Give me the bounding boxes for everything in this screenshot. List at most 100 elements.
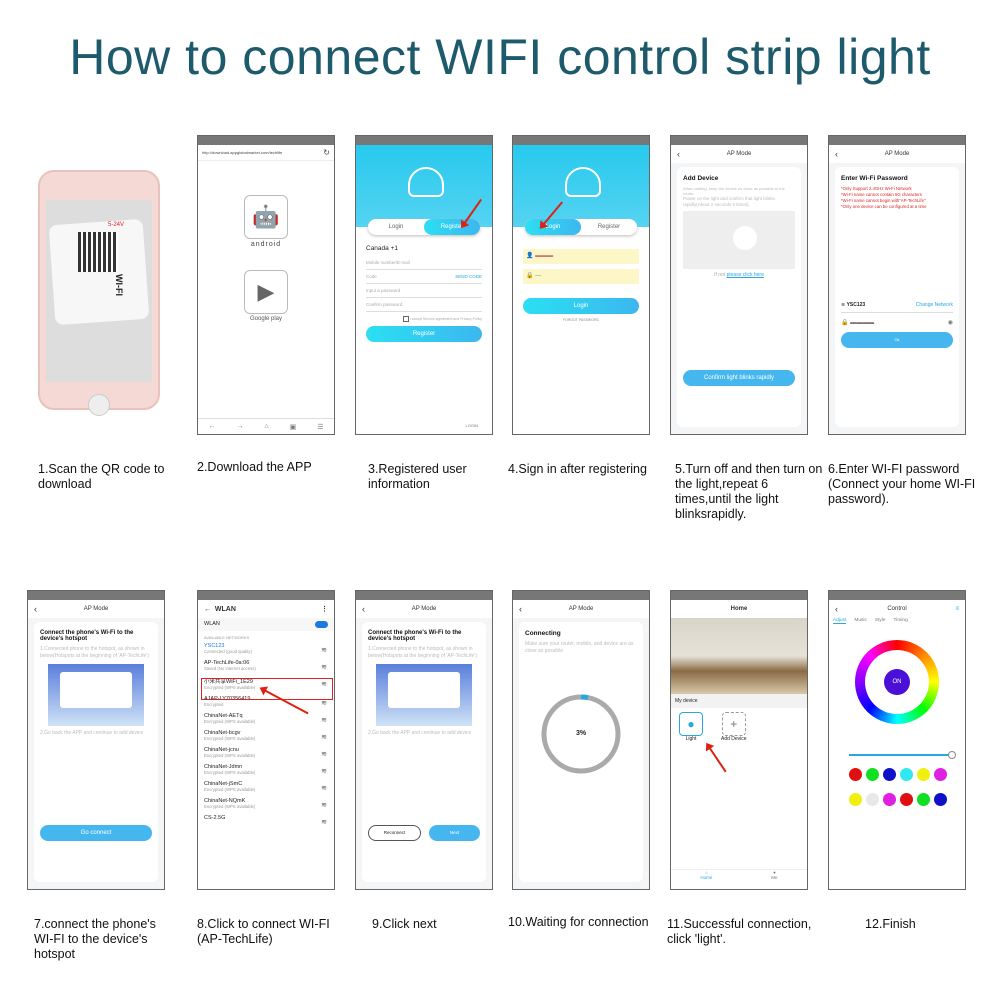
desc: 2.Go back the APP and continue to add de… bbox=[40, 730, 144, 736]
tab-adjust[interactable]: Adjust bbox=[833, 618, 847, 624]
back-icon[interactable]: ← bbox=[208, 423, 216, 430]
add-device-button[interactable]: +Add Device bbox=[721, 712, 747, 742]
tab-me[interactable]: ●Me bbox=[771, 870, 778, 880]
mobile-field[interactable]: Mobile number/E-mail bbox=[366, 256, 482, 270]
google-play-button[interactable]: ▶ bbox=[244, 270, 288, 314]
color-swatch[interactable] bbox=[900, 793, 913, 806]
step-7-screen: ‹AP Mode Connect the phone's Wi-Fi to th… bbox=[27, 590, 165, 890]
menu-icon[interactable]: ☰ bbox=[317, 423, 324, 431]
go-connect-button[interactable]: Go connect bbox=[40, 825, 152, 841]
country-select[interactable]: Canada +1 bbox=[366, 245, 398, 252]
plus-icon: + bbox=[721, 712, 746, 736]
refresh-icon[interactable]: ↻ bbox=[323, 148, 330, 157]
network-status: Encrypted (WPS available) bbox=[204, 804, 256, 809]
network-status: Encrypted bbox=[204, 702, 224, 707]
android-download-button[interactable]: 🤖 bbox=[244, 195, 288, 239]
color-swatch[interactable] bbox=[866, 793, 879, 806]
back-icon[interactable]: ‹ bbox=[677, 149, 680, 159]
wifi-signal-icon: ≋ bbox=[321, 785, 327, 792]
network-status: Encrypted (WPS available) bbox=[204, 770, 256, 775]
settings-icon[interactable]: ≡ bbox=[955, 606, 959, 612]
step-7-caption: 7.connect the phone's WI-FI to the devic… bbox=[34, 917, 156, 961]
step-1-caption: 1.Scan the QR code to download bbox=[38, 462, 165, 491]
url-bar[interactable]: http://download.appglobalmarket.com/tech… bbox=[202, 150, 283, 155]
back-icon[interactable]: ‹ bbox=[362, 604, 365, 614]
note: *Only one device can be configured at a … bbox=[841, 204, 927, 209]
click-here-link[interactable]: please click here bbox=[726, 272, 764, 278]
tab-timing[interactable]: Timing bbox=[893, 618, 908, 623]
login-button[interactable]: Login bbox=[523, 298, 639, 314]
back-arrow-icon[interactable]: ← bbox=[204, 605, 211, 613]
password-field[interactable]: 🔒 — bbox=[523, 269, 639, 284]
color-swatch[interactable] bbox=[917, 768, 930, 781]
back-icon[interactable]: ‹ bbox=[519, 604, 522, 614]
wifi-signal-icon: ≋ bbox=[321, 647, 327, 654]
back-icon[interactable]: ‹ bbox=[34, 604, 37, 614]
code-field[interactable]: Code bbox=[366, 274, 377, 279]
confirm-password-field[interactable]: Confirm password bbox=[366, 298, 482, 312]
reconnect-button[interactable]: Reconnect bbox=[368, 825, 421, 841]
color-swatch[interactable] bbox=[883, 768, 896, 781]
wlan-toggle[interactable] bbox=[315, 621, 328, 628]
tabs-icon[interactable]: ▣ bbox=[289, 423, 297, 431]
tab-login[interactable]: Login bbox=[525, 219, 581, 235]
password-field[interactable]: Input a password bbox=[366, 284, 482, 298]
color-swatch[interactable] bbox=[900, 768, 913, 781]
color-swatch[interactable] bbox=[849, 793, 862, 806]
send-code-link[interactable]: SEND CODE bbox=[455, 274, 482, 279]
eye-icon[interactable]: ◉ bbox=[947, 320, 953, 326]
tab-register[interactable]: Register bbox=[597, 224, 621, 230]
network-name: 小米共享WiFi_1E29 bbox=[204, 679, 253, 685]
power-on-button[interactable]: ON bbox=[884, 669, 910, 695]
more-icon[interactable]: ⋮ bbox=[321, 606, 328, 613]
color-swatch[interactable] bbox=[866, 768, 879, 781]
network-status: Encrypted (WPS available) bbox=[204, 753, 256, 758]
color-swatch[interactable] bbox=[883, 793, 896, 806]
wlan-label: WLAN bbox=[204, 621, 220, 627]
wifi-signal-icon: ≋ bbox=[321, 751, 327, 758]
register-button[interactable]: Register bbox=[366, 326, 482, 342]
confirm-blink-button[interactable]: Confirm light blinks rapidly bbox=[683, 370, 795, 386]
agree-checkbox[interactable] bbox=[402, 316, 409, 322]
nav-title: AP Mode bbox=[726, 151, 752, 157]
color-swatch[interactable] bbox=[849, 768, 862, 781]
tab-music[interactable]: Music bbox=[854, 618, 867, 623]
tab-register[interactable]: Register bbox=[424, 219, 480, 235]
network-name: ChinaNet-Jdmn bbox=[204, 764, 243, 770]
ok-button[interactable]: Ok bbox=[841, 332, 953, 348]
color-wheel[interactable]: ON bbox=[855, 640, 939, 724]
login-link[interactable]: LOGIN bbox=[465, 423, 478, 428]
step-5-screen: ‹AP Mode Add Device When adding, keep th… bbox=[670, 135, 808, 435]
color-swatch[interactable] bbox=[917, 793, 930, 806]
username-field[interactable]: 👤 ▬▬▬ bbox=[523, 249, 639, 264]
tab-home[interactable]: ⌂Home bbox=[700, 870, 713, 880]
forward-icon[interactable]: → bbox=[236, 423, 244, 430]
color-swatch[interactable] bbox=[934, 793, 947, 806]
tab-login[interactable]: Login bbox=[388, 224, 404, 230]
back-icon[interactable]: ‹ bbox=[835, 149, 838, 159]
color-swatch[interactable] bbox=[934, 768, 947, 781]
brightness-slider[interactable] bbox=[849, 751, 956, 759]
home-icon[interactable]: ⌂ bbox=[264, 423, 269, 430]
tab-style[interactable]: Style bbox=[874, 618, 886, 623]
section-label: AVAILABLE NETWORKS bbox=[204, 635, 250, 640]
change-network-link[interactable]: Change Network bbox=[915, 302, 953, 308]
network-item[interactable]: CS-2.5G≋ bbox=[198, 812, 334, 826]
step-12-caption: 12.Finish bbox=[865, 917, 916, 931]
back-icon[interactable]: ‹ bbox=[835, 604, 838, 614]
wifi-password-field[interactable]: 🔒 ▬▬▬▬◉ bbox=[841, 313, 953, 332]
light-device-button[interactable]: ●Light bbox=[679, 712, 703, 742]
next-button[interactable]: Next bbox=[429, 825, 480, 841]
wifi-signal-icon: ≋ bbox=[321, 664, 327, 671]
forgot-password-link[interactable]: FORGOT PASSWORD bbox=[562, 318, 600, 322]
network-status: Saved (No internet access) bbox=[204, 666, 256, 671]
